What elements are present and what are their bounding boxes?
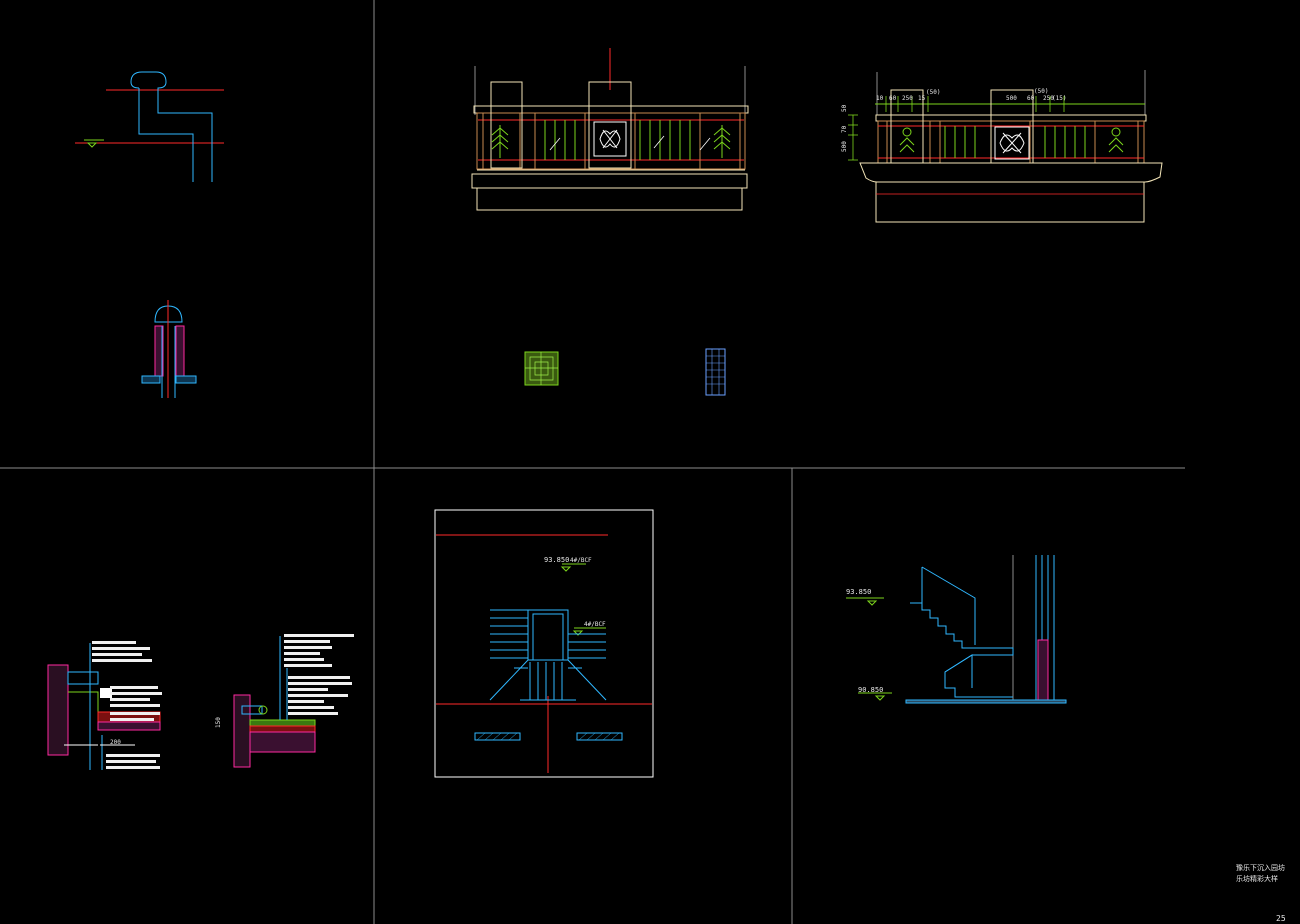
dim-left-70: 70 — [841, 125, 848, 133]
balcony-elevation-dimensioned — [848, 70, 1163, 223]
title-block-line-1: 豫乐下沉入园坊 — [1236, 864, 1285, 872]
dim-top-60: 60 — [889, 95, 897, 102]
wall-detail-right-notes — [284, 634, 354, 715]
wall-detail-right — [233, 636, 316, 768]
dim-top-right-15-paren: (15) — [1052, 95, 1067, 102]
sheet-grid — [0, 0, 1185, 924]
dim-top-right-250: 250 — [1043, 95, 1054, 102]
dim-top-right-500: 500 — [1006, 95, 1017, 102]
dim-top-50-paren: (50) — [926, 89, 941, 96]
stair-section — [846, 555, 1067, 704]
pattern-swatch-green — [524, 351, 559, 386]
stair-section-elevation-lower: 90.850 — [858, 686, 884, 694]
dim-left-50: 50 — [841, 104, 848, 112]
wall-detail-left-notes — [92, 641, 162, 769]
right-detail-height-dim: 150 — [215, 717, 222, 728]
title-block-line-2: 乐坊精彩大样 — [1236, 875, 1278, 883]
page-number: 25 — [1276, 914, 1286, 923]
post-section-detail — [141, 300, 197, 398]
stair-plan-level-tag-lower: 4#/BCF — [584, 621, 606, 628]
stair-plan-frame — [434, 509, 654, 778]
stair-plan-elevation-upper: 93.850 — [544, 556, 570, 564]
stair-plan-level-tag: 4#/BCF — [570, 557, 592, 564]
dim-top-250: 250 — [902, 95, 913, 102]
dim-top-15: 15 — [918, 95, 926, 102]
left-detail-width-dim: 200 — [110, 739, 121, 746]
dim-left-500: 500 — [841, 141, 848, 152]
dim-top-right-60: 60 — [1027, 95, 1035, 102]
dim-top-right-50-paren: (50) — [1034, 88, 1049, 95]
dim-top-10: 10 — [876, 95, 884, 102]
pattern-swatch-blue — [705, 348, 726, 396]
stair-section-elevation-upper: 93.850 — [846, 588, 872, 596]
balcony-elevation-front — [471, 48, 749, 211]
handrail-section-detail — [75, 71, 224, 182]
